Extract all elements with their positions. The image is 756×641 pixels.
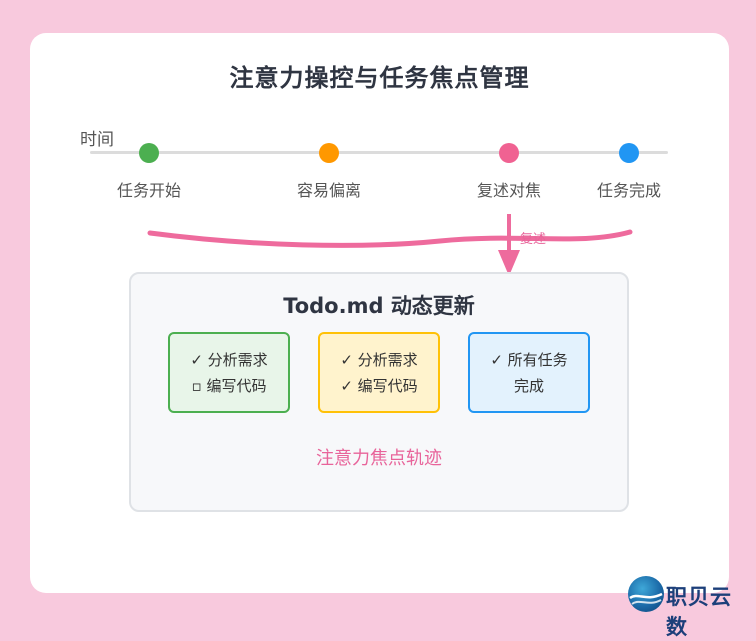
recall-label: 复述 [520, 232, 547, 247]
event-label-start: 任务开始 [116, 181, 181, 200]
event-dot-start [139, 143, 159, 163]
event-label-complete: 任务完成 [596, 181, 661, 200]
event-label-refocus: 复述对焦 [476, 181, 541, 200]
attention-flow [147, 214, 633, 276]
todo-item: ✓ 编写代码 [340, 376, 418, 395]
event-dot-refocus [499, 143, 519, 163]
event-dot-complete [619, 143, 639, 163]
logo-globe-icon [628, 576, 664, 612]
todo-item: ✓ 所有任务 [490, 350, 568, 369]
todo-item: ✓ 分析需求 [340, 350, 418, 369]
todo-item: 完成 [513, 376, 544, 395]
watermark-text: 职贝云数 [666, 585, 732, 639]
diagram-title: 注意力操控与任务焦点管理 [229, 64, 530, 92]
watermark-logo: 职贝云数 [626, 576, 752, 639]
event-dot-drift [319, 143, 339, 163]
todo-card-stage-2: ✓ 分析需求 ✓ 编写代码 [318, 332, 440, 413]
timeline-line [90, 151, 668, 154]
attention-wave [147, 229, 633, 248]
todo-panel-title: Todo.md 动态更新 [283, 294, 475, 318]
todo-card-stage-1: ✓ 分析需求 ▫ 编写代码 [168, 332, 290, 413]
todo-item: ▫ 编写代码 [191, 376, 267, 395]
time-axis-label: 时间 [80, 130, 114, 150]
event-label-drift: 容易偏离 [296, 181, 361, 200]
todo-card-stage-3: ✓ 所有任务 完成 [468, 332, 590, 413]
focus-trace-caption: 注意力焦点轨迹 [316, 448, 442, 469]
todo-item: ✓ 分析需求 [190, 350, 268, 369]
refocus-arrowhead [498, 250, 520, 276]
